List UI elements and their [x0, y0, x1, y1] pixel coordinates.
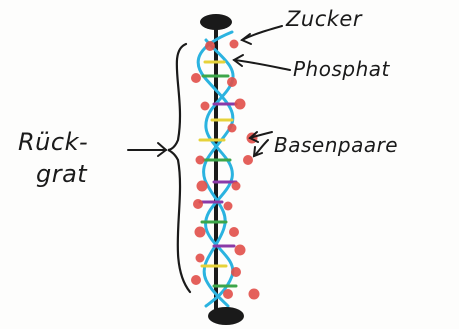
backbone-arrow-icon: [128, 143, 166, 156]
node: [224, 202, 233, 211]
node: [191, 275, 201, 285]
sugar-arrow-icon: [242, 26, 282, 44]
node: [229, 227, 239, 237]
brace-icon: [168, 44, 190, 292]
node: [196, 156, 205, 165]
base-pairs-label: Basenpaare: [274, 133, 398, 157]
node: [195, 227, 206, 238]
node: [223, 289, 233, 299]
node: [193, 199, 203, 209]
node: [228, 124, 237, 133]
top-cap: [200, 14, 232, 30]
sugar-label: Zucker: [285, 7, 363, 31]
phosphate-label: Phosphat: [293, 57, 391, 81]
backbone-label-line2: grat: [36, 160, 88, 188]
node: [230, 40, 239, 49]
node: [197, 181, 208, 192]
node: [191, 73, 201, 83]
node: [235, 99, 246, 110]
node: [227, 77, 237, 87]
strand-nodes: [191, 40, 260, 300]
node: [201, 102, 210, 111]
node: [249, 289, 260, 300]
node: [232, 182, 241, 191]
node: [196, 254, 205, 263]
backbone-label-line1: Rück-: [18, 128, 88, 156]
node: [243, 155, 253, 165]
node: [235, 245, 246, 256]
node: [205, 41, 215, 51]
base-pairs-arrow-icon: [250, 132, 272, 156]
node: [231, 267, 241, 277]
bottom-cap: [208, 307, 244, 325]
phosphate-arrow-icon: [234, 55, 290, 70]
